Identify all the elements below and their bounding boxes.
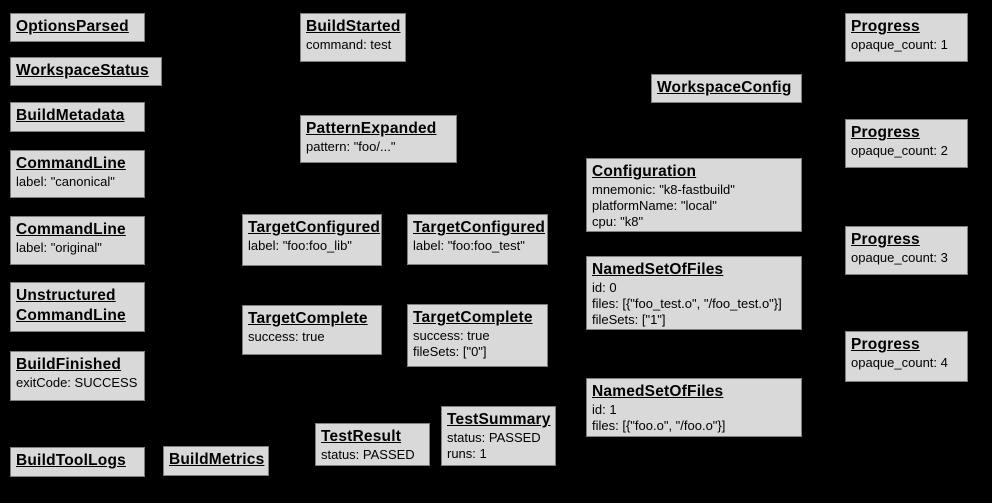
node-attribute: fileSets: ["1"]: [592, 312, 666, 327]
node-title: WorkspaceStatus: [16, 62, 149, 79]
node-title: NamedSetOfFiles: [592, 261, 724, 278]
node-attribute: mnemonic: "k8-fastbuild": [592, 182, 735, 197]
node-attribute: label: "foo:foo_lib": [248, 238, 352, 253]
node-attribute: runs: 1: [447, 446, 487, 461]
event-node-build-metadata: BuildMetadata: [10, 102, 145, 132]
node-attribute: opaque_count: 3: [851, 250, 948, 265]
node-title: BuildMetadata: [16, 107, 125, 124]
node-title: PatternExpanded: [306, 120, 437, 137]
node-attribute: exitCode: SUCCESS: [16, 375, 138, 390]
node-title: Progress: [851, 231, 920, 248]
node-title: Configuration: [592, 163, 697, 180]
node-attribute: success: true: [413, 328, 490, 343]
event-node-command-line-canonical: CommandLine label: "canonical": [10, 150, 145, 198]
node-attribute: files: [{"foo_test.o", "/foo_test.o"}]: [592, 296, 782, 311]
node-attribute: label: "foo:foo_test": [413, 238, 525, 253]
node-title: BuildMetrics: [169, 451, 265, 468]
node-title: WorkspaceConfig: [657, 79, 792, 96]
event-node-configuration: Configuration mnemonic: "k8-fastbuild"pla…: [586, 158, 802, 232]
node-title: Progress: [851, 336, 920, 353]
node-attribute: opaque_count: 2: [851, 143, 948, 158]
node-title: CommandLine: [16, 155, 126, 172]
node-attribute: files: [{"foo.o", "/foo.o"}]: [592, 418, 726, 433]
event-node-build-started: BuildStarted command: test: [300, 13, 406, 62]
event-node-progress-4: Progress opaque_count: 4: [845, 331, 968, 382]
node-title: BuildStarted: [306, 18, 401, 35]
event-node-target-complete-foo-lib: TargetComplete success: true: [242, 305, 382, 355]
node-title: BuildToolLogs: [16, 452, 126, 469]
node-attribute: pattern: "foo/...": [306, 139, 396, 154]
node-attribute: success: true: [248, 329, 325, 344]
node-attribute: command: test: [306, 37, 392, 52]
node-attribute: opaque_count: 4: [851, 355, 948, 370]
node-title: TestSummary: [447, 411, 551, 428]
node-attribute: id: 1: [592, 402, 617, 417]
event-node-unstructured-command-line: Unstructured CommandLine: [10, 282, 145, 332]
event-node-build-finished: BuildFinished exitCode: SUCCESS: [10, 351, 145, 401]
node-attribute: status: PASSED: [321, 447, 415, 462]
node-attribute: label: "canonical": [16, 174, 115, 189]
node-title: Progress: [851, 18, 920, 35]
node-attribute: id: 0: [592, 280, 617, 295]
node-attribute: fileSets: ["0"]: [413, 344, 487, 359]
node-title: Progress: [851, 124, 920, 141]
event-node-command-line-original: CommandLine label: "original": [10, 216, 145, 265]
event-node-test-result: TestResult status: PASSED: [315, 423, 430, 466]
node-title: Unstructured CommandLine: [16, 287, 126, 324]
event-node-progress-1: Progress opaque_count: 1: [845, 13, 968, 62]
node-title: TestResult: [321, 428, 402, 445]
node-title: TargetComplete: [413, 309, 533, 326]
event-node-target-configured-foo-lib: TargetConfigured label: "foo:foo_lib": [242, 214, 382, 266]
event-node-target-configured-foo-test: TargetConfigured label: "foo:foo_test": [407, 214, 548, 265]
node-attribute: status: PASSED: [447, 430, 541, 445]
node-attribute: cpu: "k8": [592, 214, 644, 229]
event-node-options-parsed: OptionsParsed: [10, 13, 145, 42]
node-title: TargetConfigured: [248, 219, 381, 236]
event-node-build-tool-logs: BuildToolLogs: [10, 447, 145, 477]
node-attribute: platformName: "local": [592, 198, 717, 213]
event-node-workspace-status: WorkspaceStatus: [10, 57, 162, 86]
node-attribute: opaque_count: 1: [851, 37, 948, 52]
node-title: BuildFinished: [16, 356, 122, 373]
event-node-progress-3: Progress opaque_count: 3: [845, 226, 968, 275]
node-title: OptionsParsed: [16, 18, 129, 35]
node-title: CommandLine: [16, 221, 126, 238]
event-node-progress-2: Progress opaque_count: 2: [845, 119, 968, 168]
event-node-build-metrics: BuildMetrics: [163, 446, 269, 476]
event-node-workspace-config: WorkspaceConfig: [651, 74, 802, 103]
node-title: TargetConfigured: [413, 219, 546, 236]
node-title: TargetComplete: [248, 310, 368, 327]
node-attribute: label: "original": [16, 240, 102, 255]
node-title: NamedSetOfFiles: [592, 383, 724, 400]
event-node-pattern-expanded: PatternExpanded pattern: "foo/...": [300, 115, 457, 163]
